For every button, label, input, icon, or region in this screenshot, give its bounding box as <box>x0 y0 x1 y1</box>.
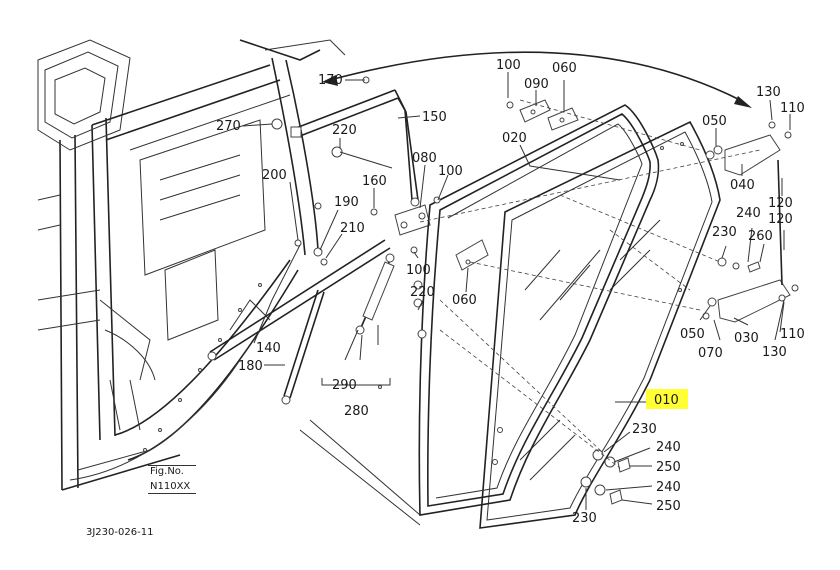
lower-hardware <box>580 449 631 505</box>
part-label[interactable]: 230 <box>572 511 597 526</box>
part-label[interactable]: 110 <box>780 327 805 342</box>
part-label[interactable]: 210 <box>340 221 365 236</box>
lower-rods <box>207 239 395 405</box>
part-label[interactable]: 050 <box>702 114 727 129</box>
part-label[interactable]: 100 <box>406 263 431 278</box>
door-seal <box>418 104 660 516</box>
part-label[interactable]: 240 <box>736 206 761 221</box>
hinge-plates <box>455 99 579 271</box>
upper-rod <box>290 89 420 207</box>
fig-label-line2: N110XX <box>150 481 190 492</box>
part-label[interactable]: 070 <box>698 346 723 361</box>
part-label[interactable]: 060 <box>452 293 477 308</box>
part-label[interactable]: 180 <box>238 359 263 374</box>
fig-label-line1: Fig.No. <box>150 466 184 477</box>
part-label[interactable]: 270 <box>216 119 241 134</box>
part-label[interactable]: 040 <box>730 178 755 193</box>
figure-number-tag: Fig.No. N110XX <box>148 465 196 494</box>
part-label[interactable]: 160 <box>362 174 387 189</box>
drawing-code: 3J230-026-11 <box>86 527 153 538</box>
fasteners <box>271 76 684 339</box>
part-label[interactable]: 090 <box>524 77 549 92</box>
part-label[interactable]: 130 <box>756 85 781 100</box>
part-label[interactable]: 250 <box>656 460 681 475</box>
part-label[interactable]: 120 <box>768 212 793 227</box>
part-label[interactable]: 030 <box>734 331 759 346</box>
part-label[interactable]: 200 <box>262 168 287 183</box>
door-glass <box>479 120 721 529</box>
part-label[interactable]: 080 <box>412 151 437 166</box>
pointer-arrow <box>322 51 752 108</box>
part-label[interactable]: 250 <box>656 499 681 514</box>
part-label[interactable]: 220 <box>410 285 435 300</box>
part-labels: 170 150 270 220 100 090 060 020 080 100 … <box>216 58 805 526</box>
part-label[interactable]: 220 <box>332 123 357 138</box>
hinge-assembly <box>702 121 799 323</box>
part-label[interactable]: 130 <box>762 345 787 360</box>
part-label[interactable]: 150 <box>422 110 447 125</box>
highlight-box <box>646 389 688 409</box>
part-label[interactable]: 260 <box>748 229 773 244</box>
part-label[interactable]: 050 <box>680 327 705 342</box>
part-label[interactable]: 230 <box>712 225 737 240</box>
cab-frame <box>37 39 346 491</box>
part-label[interactable]: 240 <box>656 440 681 455</box>
part-label[interactable]: 120 <box>768 196 793 211</box>
part-label[interactable]: 100 <box>438 164 463 179</box>
part-label[interactable]: 230 <box>632 422 657 437</box>
part-label[interactable]: 170 <box>318 73 343 88</box>
part-label[interactable]: 020 <box>502 131 527 146</box>
part-label[interactable]: 290 <box>332 378 357 393</box>
part-label-highlighted[interactable]: 010 <box>654 393 679 408</box>
part-label[interactable]: 190 <box>334 195 359 210</box>
part-label[interactable]: 060 <box>552 61 577 76</box>
bracket-080 <box>394 204 431 236</box>
part-label[interactable]: 240 <box>656 480 681 495</box>
leader-lines <box>242 72 791 526</box>
part-label[interactable]: 110 <box>780 101 805 116</box>
part-label[interactable]: 140 <box>256 341 281 356</box>
assembly-lines <box>419 99 761 469</box>
part-label[interactable]: 100 <box>496 58 521 73</box>
part-label[interactable]: 280 <box>344 404 369 419</box>
